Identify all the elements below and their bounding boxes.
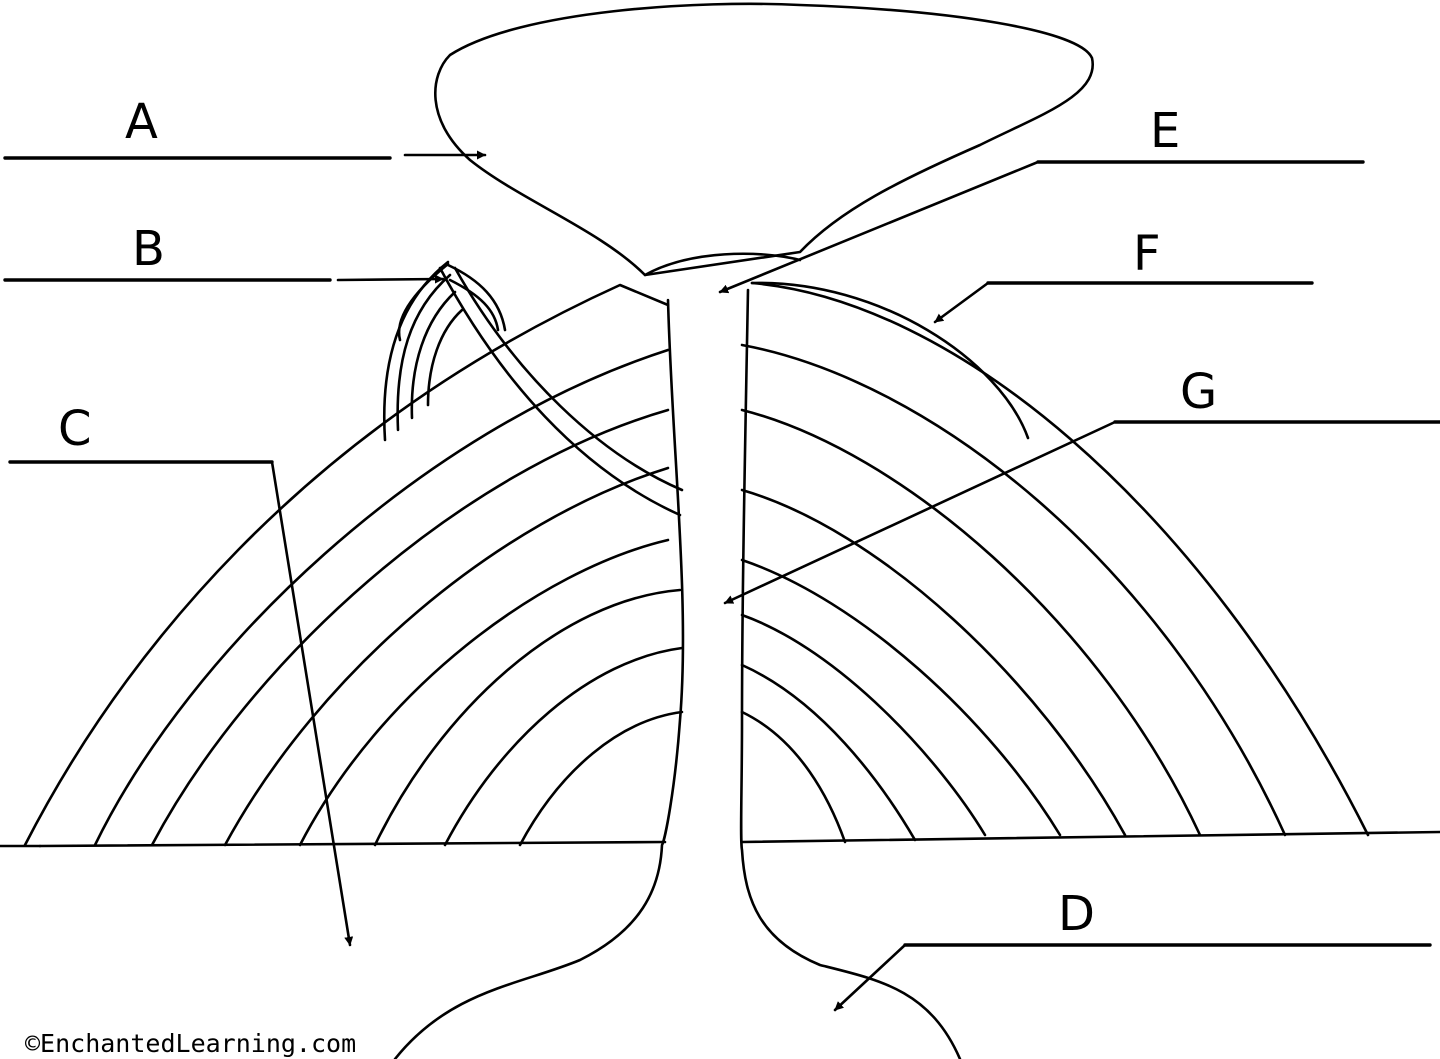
label-c: C (58, 401, 92, 457)
right-rock-layers (740, 343, 1287, 844)
label-b: B (132, 221, 165, 277)
volcano-outer-left-slope (23, 283, 670, 847)
side-vent (383, 260, 507, 442)
crater-top (643, 252, 802, 277)
side-conduit-inner (453, 266, 684, 492)
ground-surface-right (740, 830, 1440, 844)
volcano-outer-right-slope (750, 281, 1370, 837)
label-f: F (1133, 226, 1161, 282)
label-a: A (125, 94, 158, 150)
ash-cloud-outline (434, 2, 1094, 277)
label-d: D (1058, 886, 1095, 942)
lava-flow (750, 281, 1030, 440)
main-conduit-left-wall (393, 298, 685, 1059)
label-g: G (1180, 364, 1217, 420)
copyright-text: ©EnchantedLearning.com (25, 1029, 356, 1058)
side-conduit-outer (438, 266, 682, 517)
left-rock-layers (38, 348, 684, 848)
label-leaders (3, 150, 1440, 1012)
label-e: E (1150, 103, 1180, 159)
